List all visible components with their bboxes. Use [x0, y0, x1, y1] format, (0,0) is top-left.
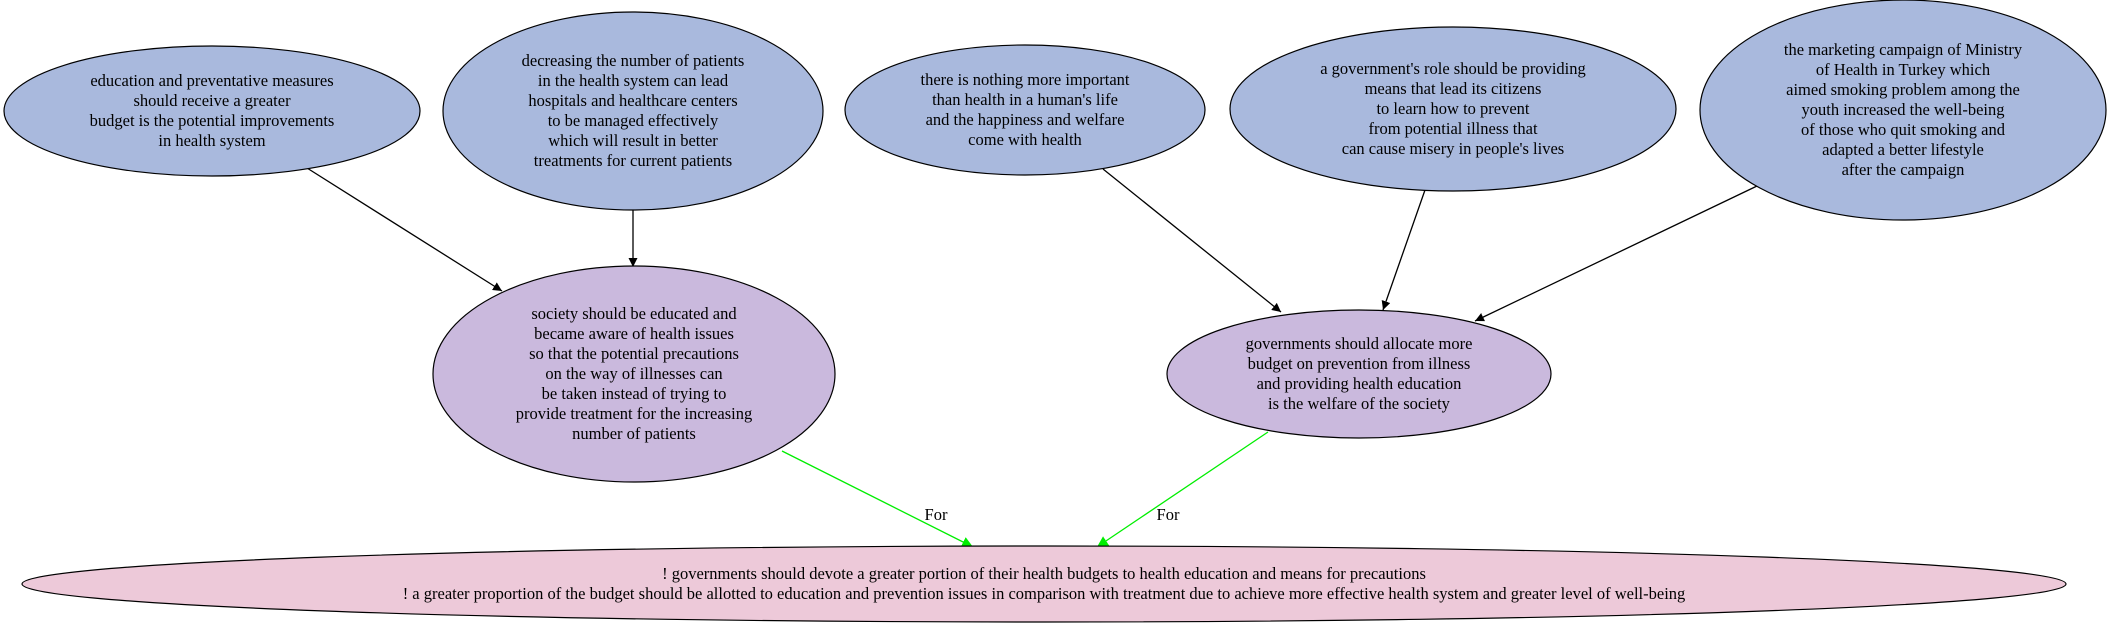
node-text-line: the marketing campaign of Ministry — [1784, 40, 2023, 59]
node-text-line: means that lead its citizens — [1365, 79, 1542, 98]
node-text-line: than health in a human's life — [932, 90, 1118, 109]
node-premise-government-role: a government's role should be providingm… — [1229, 26, 1677, 192]
premise-ellipse — [1229, 26, 1677, 192]
node-text-line: youth increased the well-being — [1802, 100, 2005, 119]
node-text-line: so that the potential precautions — [529, 344, 739, 363]
node-text-line: became aware of health issues — [534, 324, 734, 343]
node-text-line: budget on prevention from illness — [1248, 354, 1471, 373]
premise-ellipse — [844, 44, 1206, 176]
node-text-line: and providing health education — [1257, 374, 1462, 393]
edge-premise_marketing_campaign-to-claim_governments_allocate — [1474, 185, 1758, 322]
node-text-line: to be managed effectively — [548, 111, 719, 130]
node-text-line: of Health in Turkey which — [1816, 60, 1991, 79]
node-text-line: which will result in better — [548, 131, 718, 150]
node-text-line: adapted a better lifestyle — [1822, 140, 1984, 159]
node-conclusion: ! governments should devote a greater po… — [21, 545, 2067, 623]
node-text-line: from potential illness that — [1368, 119, 1538, 138]
node-text-line: be taken instead of trying to — [542, 384, 727, 403]
node-text-line: education and preventative measures — [90, 71, 333, 90]
premise-ellipse — [442, 11, 824, 211]
node-text-line: of those who quit smoking and — [1801, 120, 2006, 139]
node-text-line: a government's role should be providing — [1320, 59, 1586, 78]
node-text-line: ! governments should devote a greater po… — [662, 564, 1426, 583]
premise-ellipse — [3, 45, 421, 177]
node-text-line: hospitals and healthcare centers — [528, 91, 737, 110]
node-text-line: can cause misery in people's lives — [1342, 139, 1564, 158]
node-text-line: in the health system can lead — [538, 71, 729, 90]
premise-ellipse — [1699, 0, 2107, 221]
node-text-line: come with health — [968, 130, 1082, 149]
node-text-line: decreasing the number of patients — [522, 51, 745, 70]
edge-label-claim_society_educated: For — [925, 505, 948, 524]
node-text-line: aimed smoking problem among the — [1786, 80, 2020, 99]
node-text-line: treatments for current patients — [534, 151, 732, 170]
edge-label-claim_governments_allocate: For — [1157, 505, 1180, 524]
node-text-line: budget is the potential improvements — [90, 111, 335, 130]
node-text-line: society should be educated and — [531, 304, 737, 323]
node-text-line: number of patients — [572, 424, 696, 443]
edge-premise_education_budget-to-claim_society_educated — [306, 167, 503, 292]
node-text-line: in health system — [158, 131, 265, 150]
edge-premise_government_role-to-claim_governments_allocate — [1381, 189, 1426, 311]
node-text-line: and the happiness and welfare — [926, 110, 1125, 129]
node-text-line: there is nothing more important — [921, 70, 1130, 89]
node-text-line: ! a greater proportion of the budget sho… — [403, 584, 1686, 603]
node-text-line: provide treatment for the increasing — [516, 404, 752, 423]
node-text-line: governments should allocate more — [1246, 334, 1473, 353]
node-text-line: should receive a greater — [133, 91, 291, 110]
node-text-line: to learn how to prevent — [1376, 99, 1529, 118]
edge-claim_governments_allocate-to-conclusion — [1096, 431, 1269, 548]
node-text-line: after the campaign — [1842, 160, 1965, 179]
conclusion-ellipse — [21, 545, 2067, 623]
claim-ellipse — [1166, 309, 1552, 439]
edge-premise_nothing_more_important-to-claim_governments_allocate — [1102, 168, 1282, 313]
claim-ellipse — [432, 265, 836, 483]
node-premise-education-budget: education and preventative measuresshoul… — [3, 45, 421, 177]
node-text-line: on the way of illnesses can — [545, 364, 722, 383]
edge-claim_society_educated-to-conclusion — [781, 450, 974, 548]
node-text-line: is the welfare of the society — [1268, 394, 1451, 413]
